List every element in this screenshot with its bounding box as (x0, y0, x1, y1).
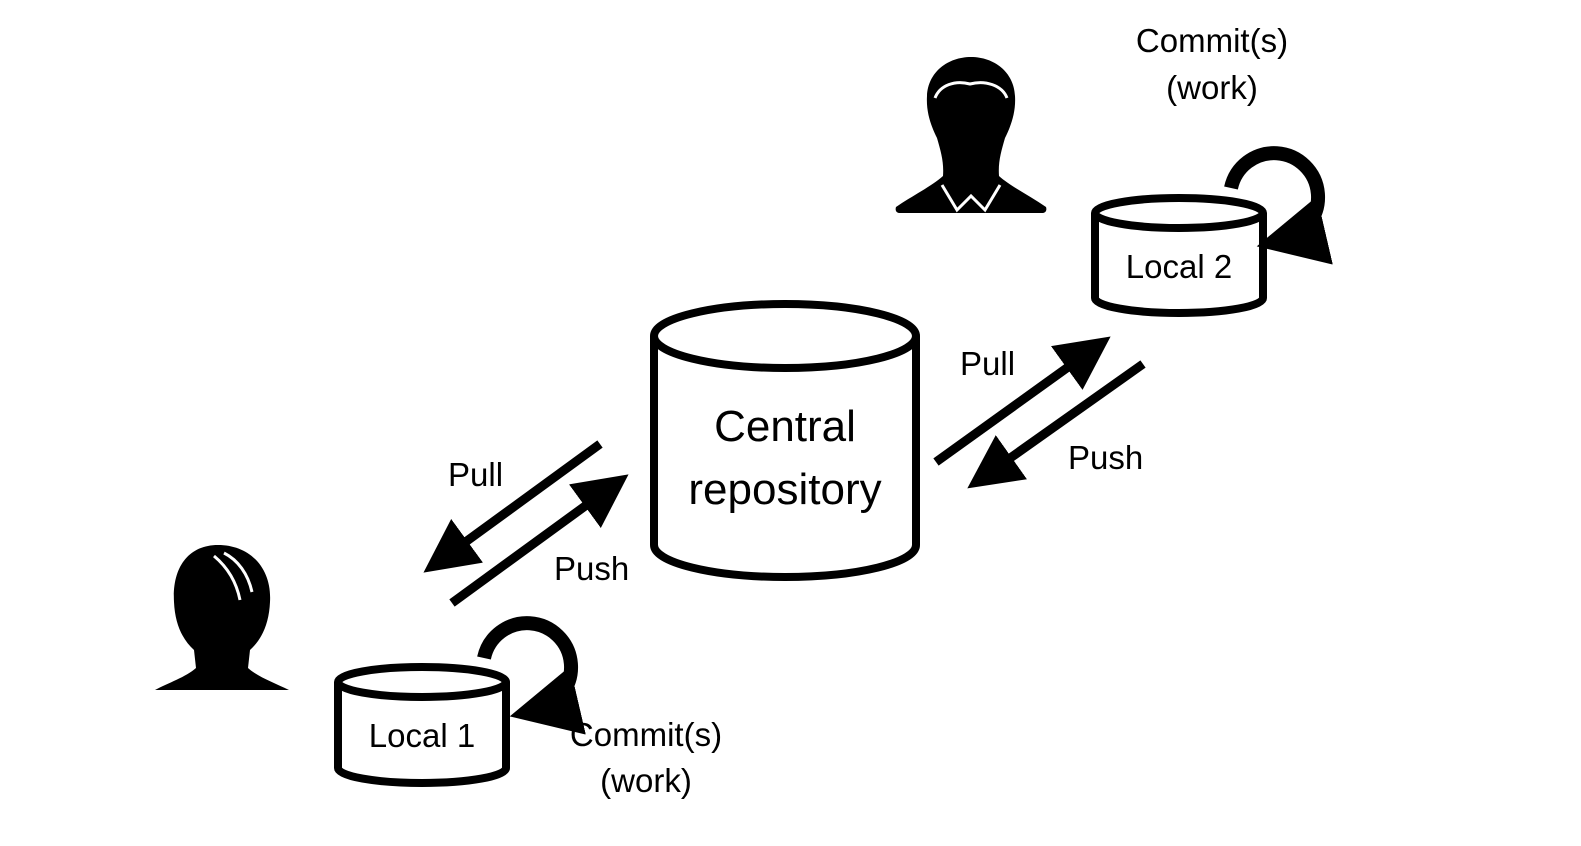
commit-1-label-line1: Commit(s) (570, 716, 722, 753)
local-1-cylinder: Local 1 (334, 663, 510, 787)
central-repository-label-line2: repository (688, 465, 881, 514)
female-user-icon (155, 545, 289, 690)
local-1-label: Local 1 (369, 717, 475, 754)
left-push-arrow (449, 474, 629, 607)
left-pull-arrow (423, 440, 603, 573)
commit-loop-1-icon (477, 616, 586, 735)
right-push-arrow (967, 360, 1146, 489)
right-push-label: Push (1068, 439, 1143, 476)
right-pull-label: Pull (960, 345, 1015, 382)
right-pull-arrow (933, 336, 1111, 466)
central-repository-cylinder: Central repository (650, 300, 920, 581)
left-push-label: Push (554, 550, 629, 587)
commit-2-label-line2: (work) (1166, 69, 1258, 106)
commit-loop-2-icon (1224, 146, 1333, 265)
left-pull-label: Pull (448, 456, 503, 493)
local-2-cylinder: Local 2 (1091, 194, 1267, 317)
male-user-icon (895, 57, 1047, 213)
commit-1-label-line2: (work) (600, 762, 692, 799)
central-repository-label-line1: Central (714, 402, 856, 451)
commit-2-label-line1: Commit(s) (1136, 22, 1288, 59)
local-2-label: Local 2 (1126, 248, 1232, 285)
